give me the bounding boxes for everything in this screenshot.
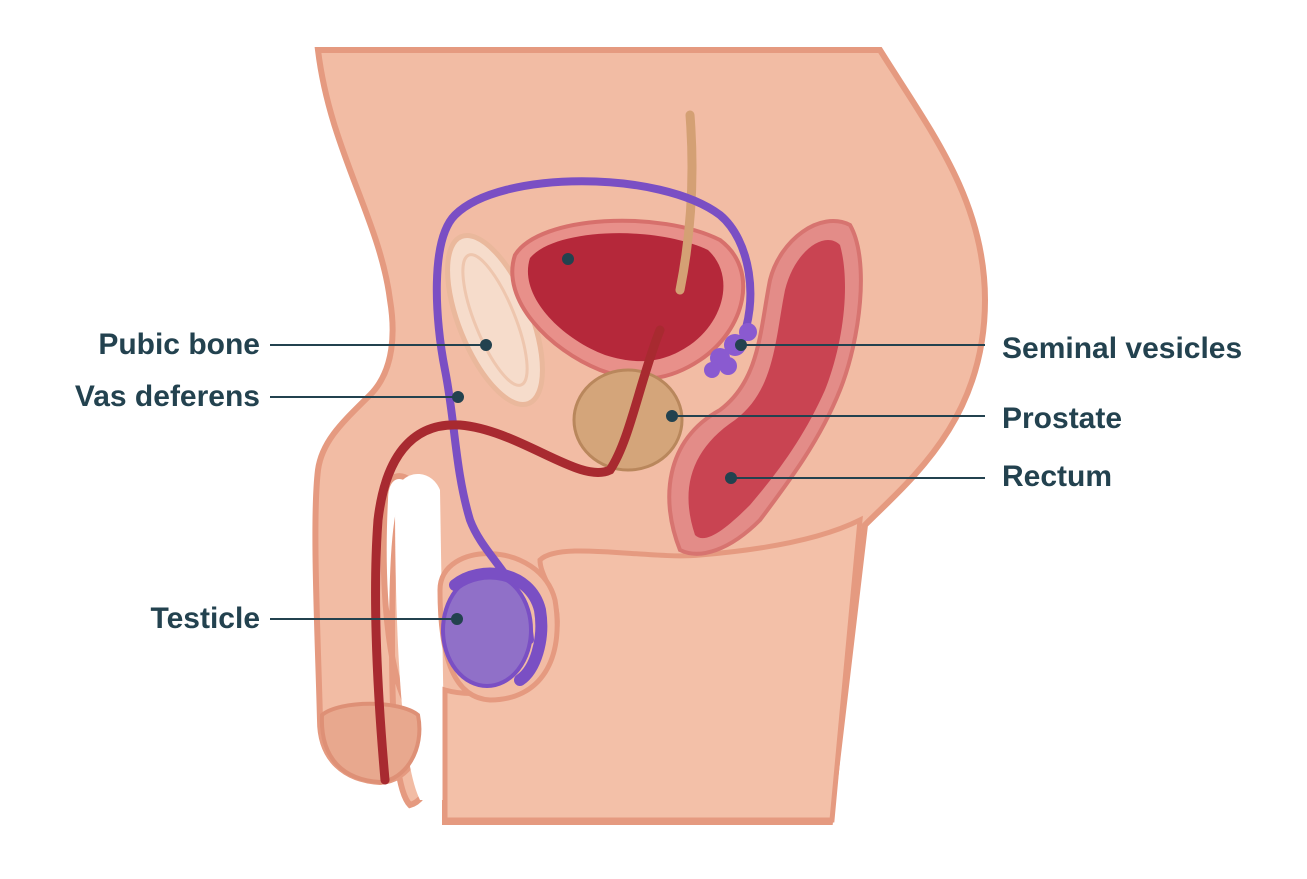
rectum xyxy=(688,240,845,539)
prostate-dot xyxy=(666,410,678,422)
label-seminal-vesicles: Seminal vesicles xyxy=(1002,332,1243,365)
pubic-bone-inner xyxy=(461,253,529,387)
seminal-vesicles-dot xyxy=(735,339,747,351)
pubic-bone-dot xyxy=(480,339,492,351)
label-rectum: Rectum xyxy=(1002,460,1113,493)
leader-lines xyxy=(270,253,985,625)
label-testicle: Testicle xyxy=(150,602,261,635)
bladder xyxy=(527,233,724,362)
rectum-dot xyxy=(725,472,737,484)
label-prostate: Prostate xyxy=(1002,402,1123,435)
ureter xyxy=(675,110,697,295)
testicle-dot xyxy=(451,613,463,625)
bladder-dot xyxy=(562,253,574,265)
epididymis xyxy=(449,567,548,686)
urethra xyxy=(371,325,665,785)
label-pubic-bone: Pubic bone xyxy=(98,328,260,361)
vas-deferens-dot xyxy=(452,391,464,403)
glans xyxy=(319,701,422,785)
label-vas-deferens: Vas deferens xyxy=(74,380,260,413)
vas-deferens xyxy=(432,177,755,644)
